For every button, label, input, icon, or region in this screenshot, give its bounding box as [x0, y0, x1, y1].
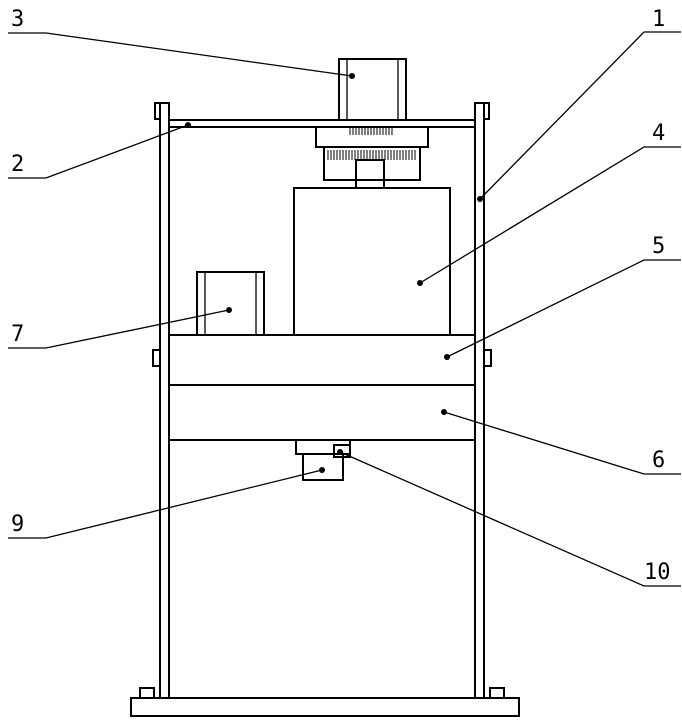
leader-lines: [8, 32, 681, 586]
lower-beam: [169, 385, 475, 440]
callout-3: 3: [11, 7, 24, 32]
right-column: [475, 103, 484, 698]
reducer-shaft: [356, 160, 384, 188]
frame: [131, 103, 519, 716]
leader-6: [444, 412, 681, 474]
right-column-cap: [484, 103, 489, 119]
gear-teeth: [328, 128, 415, 160]
callout-5: 5: [652, 234, 665, 259]
right-bracket: [484, 350, 491, 366]
left-column-cap: [155, 103, 160, 119]
callout-4: 4: [652, 121, 665, 146]
callout-10: 10: [644, 560, 671, 585]
upper-beam: [169, 335, 475, 385]
leader-1: [480, 32, 681, 199]
top-plate: [169, 120, 475, 127]
reducer-flange: [316, 127, 428, 147]
callout-9: 9: [11, 512, 24, 537]
callout-1: 1: [652, 7, 665, 32]
side-motor-body: [197, 272, 264, 335]
base-plate: [131, 698, 519, 716]
leader-4: [420, 147, 681, 283]
top-motor-body: [339, 59, 406, 120]
callout-7: 7: [11, 322, 24, 347]
gear-reducer: [316, 127, 428, 188]
top-motor: [339, 59, 406, 120]
left-bracket: [153, 350, 160, 366]
leader-10: [340, 452, 681, 586]
leader-3: [8, 33, 352, 76]
leader-9: [8, 470, 322, 538]
leader-5: [447, 260, 681, 357]
base-foot-right: [490, 688, 504, 698]
callout-2: 2: [11, 152, 24, 177]
left-column: [160, 103, 169, 698]
leader-7: [8, 310, 229, 348]
callout-6: 6: [652, 448, 665, 473]
side-motor: [197, 272, 264, 335]
upper-box: [294, 188, 450, 335]
base-foot-left: [140, 688, 154, 698]
